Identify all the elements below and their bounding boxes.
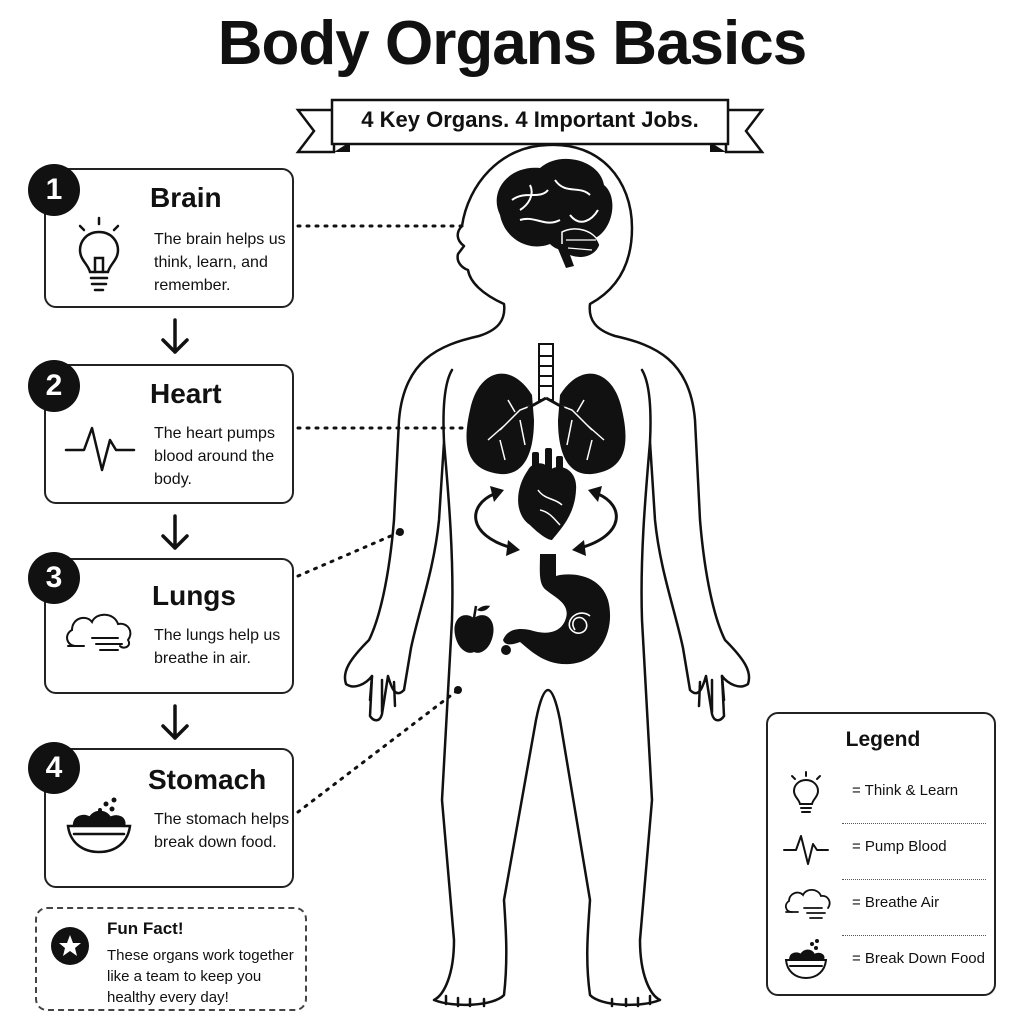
fun-fact-title: Fun Fact! [107,919,184,938]
legend-box: Legend = Think & Learn = Pump Blood = Br… [766,712,996,996]
arrow-down-icon [161,514,189,550]
divider [842,823,986,824]
organ-card-brain: Brain The brain helps us think, learn, a… [44,168,294,308]
page-title: Body Organs Basics [217,9,807,78]
organ-description: The brain helps us think, learn, and rem… [154,231,286,294]
legend-item: = Break Down Food [782,936,986,986]
arrow-down-icon [161,704,189,740]
organ-name: Lungs [152,580,236,611]
divider [842,879,986,880]
step-badge: 1 [28,164,80,216]
star-badge [51,927,89,965]
legend-label: = Breathe Air [852,894,940,911]
star-icon [59,935,81,956]
connector-lines [296,224,468,814]
step-badge: 4 [28,742,80,794]
brain-illustration [496,158,613,268]
step-badge: 3 [28,552,80,604]
food-bowl-icon [784,939,828,980]
organ-card-stomach: Stomach The stomach helps break down foo… [44,748,294,888]
lightbulb-icon [78,216,120,292]
food-bowl-icon [66,797,132,854]
cloud-wind-icon [66,613,132,651]
heart-illustration [518,448,577,540]
organ-description: The heart pumps blood around the body. [154,425,275,488]
organ-description: The lungs help us breathe in air. [154,627,281,667]
circulation-arrows [474,492,618,550]
heartbeat-icon [783,835,829,865]
arrow-down-icon [161,318,189,354]
cloud-wind-icon [785,888,831,919]
legend-label: = Break Down Food [852,950,985,967]
heartbeat-icon [64,426,136,472]
lungs-illustration [466,343,626,475]
organ-description: The stomach helps break down food. [154,811,290,851]
legend-title: Legend [845,728,921,751]
subtitle: 4 Key Organs. 4 Important Jobs. [361,107,699,132]
legend-label: = Pump Blood [852,838,947,855]
step-badge: 2 [28,360,80,412]
organ-name: Brain [150,182,222,213]
fun-fact-box: Fun Fact! These organs work together lik… [35,907,307,1011]
divider [842,935,986,936]
lightbulb-icon [791,771,821,813]
legend-item: = Pump Blood [782,824,986,880]
ribbon-banner [295,98,765,154]
organ-card-heart: Heart The heart pumps blood around the b… [44,364,294,504]
fun-fact-text: These organs work together like a team t… [107,947,294,1006]
legend-item: = Breathe Air [782,880,986,936]
stomach-illustration [501,554,611,665]
organ-card-lungs: Lungs The lungs help us breathe in air. [44,558,294,694]
apple-icon [454,605,494,653]
organ-name: Heart [150,378,222,409]
organ-name: Stomach [148,764,267,795]
legend-item: = Think & Learn [782,768,986,824]
legend-label: = Think & Learn [852,782,959,799]
